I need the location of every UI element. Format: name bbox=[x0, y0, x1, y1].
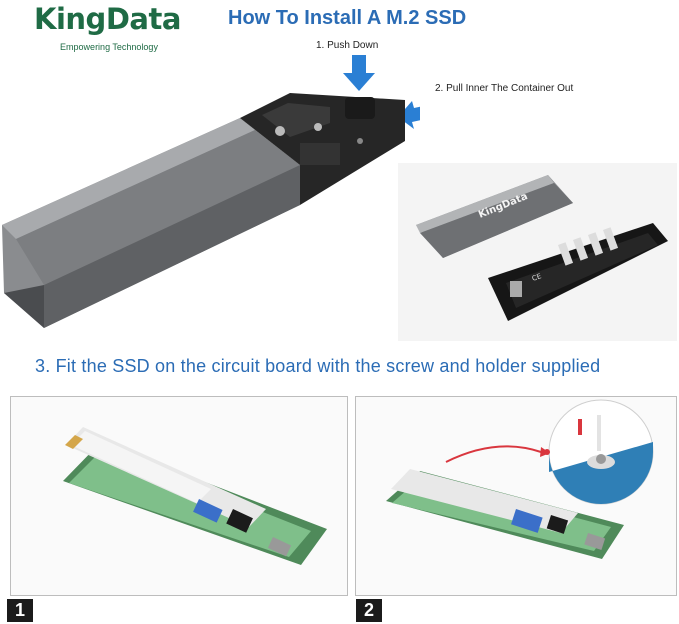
push-down-arrow-icon bbox=[343, 55, 375, 91]
step-number-2: 2 bbox=[356, 599, 382, 622]
step-2-label: 2. Pull Inner The Container Out bbox=[435, 83, 574, 94]
red-pointer-icon bbox=[578, 419, 582, 435]
brand-logo: KingData bbox=[34, 2, 181, 36]
install-photo-2 bbox=[355, 396, 677, 596]
pull-out-arrow-icon bbox=[398, 101, 420, 129]
svg-text:CE: CE bbox=[531, 272, 542, 283]
enclosure-illustration bbox=[2, 55, 420, 328]
ssd-board-illustration-1 bbox=[63, 427, 327, 565]
ssd-board-illustration-2 bbox=[386, 399, 654, 559]
logo-tagline: Empowering Technology bbox=[34, 42, 184, 52]
step-3-heading: 3. Fit the SSD on the circuit board with… bbox=[35, 356, 601, 376]
install-photo-1 bbox=[10, 396, 348, 596]
logo-tagline-text: Empowering Technology bbox=[57, 42, 161, 52]
step-1-label: 1. Push Down bbox=[316, 40, 379, 51]
red-arrow-icon bbox=[445, 445, 542, 463]
page-title: How To Install A M.2 SSD bbox=[228, 7, 467, 29]
product-photo-illustration: KingData CE bbox=[416, 175, 668, 321]
step-number-1: 1 bbox=[7, 599, 33, 622]
